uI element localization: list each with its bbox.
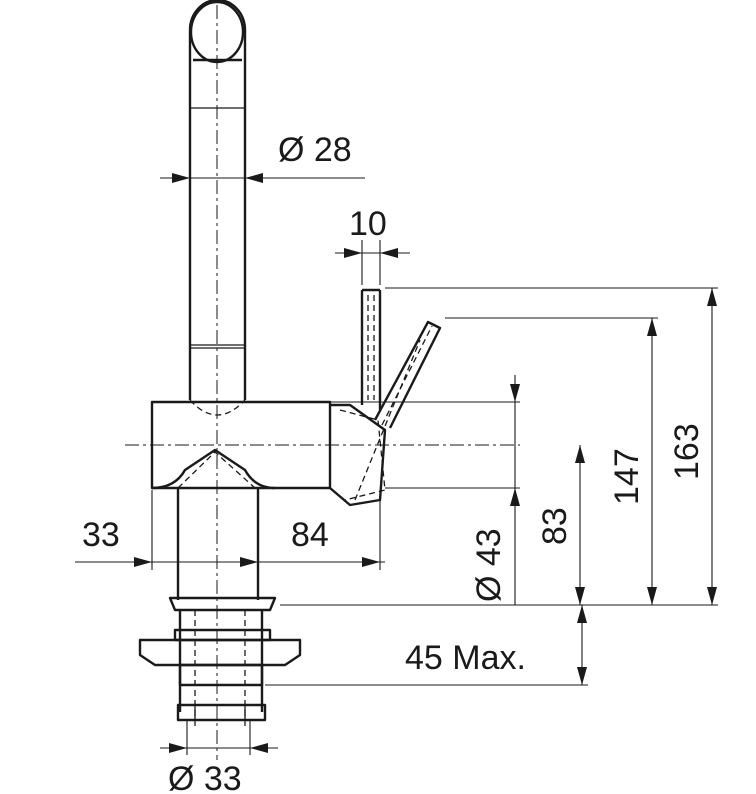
cartridge-housing xyxy=(329,403,387,507)
washer-top xyxy=(173,628,272,642)
handle-open-hidden xyxy=(381,325,433,426)
body-stem xyxy=(176,488,260,600)
arrow xyxy=(647,587,657,605)
handle-hidden xyxy=(367,295,375,400)
clamp-plate xyxy=(138,638,302,667)
faucet-outline xyxy=(138,0,442,730)
label-reach: 84 xyxy=(291,516,329,554)
fixing-nut xyxy=(176,703,267,722)
washer-bottom xyxy=(178,663,264,687)
spout-tip xyxy=(188,0,247,31)
label-spout-height: 83 xyxy=(536,507,574,545)
label-total-height: 163 xyxy=(668,423,706,480)
label-thread-diameter: Ø 33 xyxy=(168,760,242,794)
mount-flange xyxy=(168,596,277,612)
cartridge-hidden xyxy=(339,409,386,501)
handle-lever xyxy=(360,290,382,410)
arrow xyxy=(510,488,520,506)
handle-open-arc xyxy=(354,339,421,501)
arrow xyxy=(250,743,268,753)
arrow xyxy=(575,587,585,605)
shank-inner-hidden xyxy=(194,610,246,730)
label-body-diameter: Ø 43 xyxy=(470,528,508,602)
spout-tube xyxy=(188,30,247,400)
arrow xyxy=(169,743,187,753)
arrow xyxy=(134,557,152,567)
threaded-shank xyxy=(178,610,264,712)
nut-flats xyxy=(194,705,246,720)
reach-ext-lines xyxy=(151,490,381,570)
arrow xyxy=(344,248,362,258)
arrow xyxy=(510,384,520,402)
handle-width-ext xyxy=(361,240,381,285)
dimension-lines xyxy=(75,173,718,755)
thread-ext-lines xyxy=(186,720,251,755)
label-handle-height: 147 xyxy=(608,448,646,505)
label-handle-width: 10 xyxy=(349,205,387,243)
label-spout-diameter: Ø 28 xyxy=(278,131,352,169)
arrow xyxy=(240,557,258,567)
arrow xyxy=(577,605,587,623)
arrow xyxy=(362,557,380,567)
arrow xyxy=(245,173,263,183)
arrow xyxy=(707,288,717,306)
dimension-labels: Ø 28 10 33 84 45 Max. Ø 33 163 147 83 Ø … xyxy=(82,131,706,794)
label-rear-offset: 33 xyxy=(82,516,120,554)
label-mount-depth: 45 Max. xyxy=(405,639,526,677)
arrow xyxy=(172,173,190,183)
arrow xyxy=(575,445,585,463)
body-saddle xyxy=(151,448,276,490)
body-saddle-hidden xyxy=(177,451,256,489)
center-lines xyxy=(125,5,520,760)
arrow xyxy=(707,587,717,605)
arrow xyxy=(647,318,657,336)
arrow xyxy=(380,248,398,258)
arrow xyxy=(577,667,587,685)
handle-open-position xyxy=(373,320,442,429)
